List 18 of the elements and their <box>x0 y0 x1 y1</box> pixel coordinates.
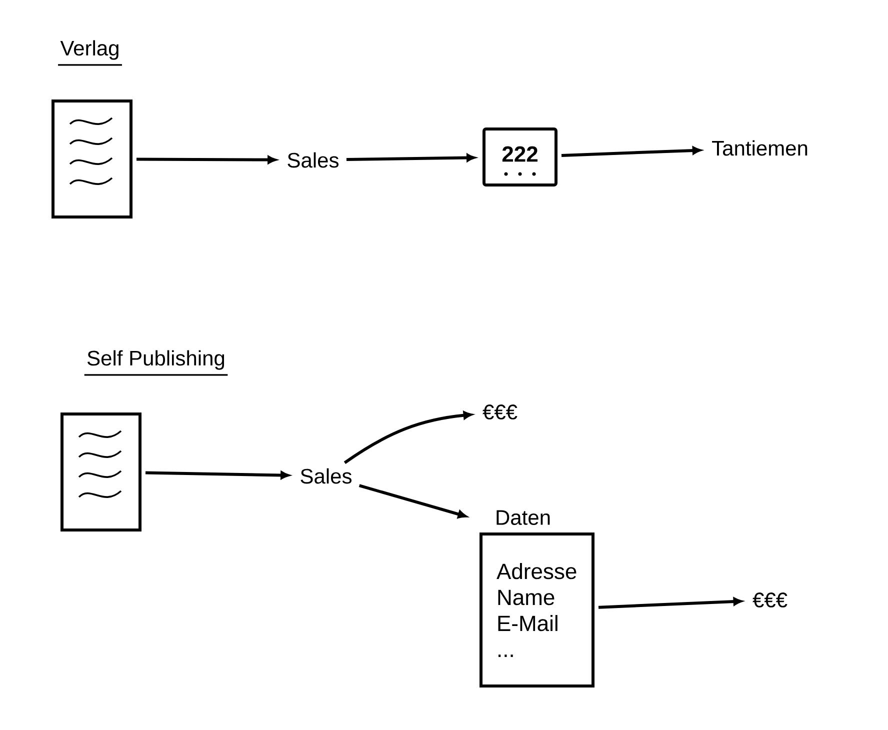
arrow <box>145 471 290 480</box>
node-text: €€€ <box>482 404 518 420</box>
node-text: Tantiemen <box>712 140 808 156</box>
arrow <box>136 156 276 164</box>
section-heading: Self Publishing <box>88 350 224 370</box>
box-heading: Daten <box>496 510 550 525</box>
node-text: €€€ <box>752 592 788 608</box>
arrow <box>358 484 467 518</box>
manuscript-drawing <box>52 100 132 218</box>
node-text: Sales <box>288 152 338 168</box>
arrow <box>344 411 472 464</box>
node-text: Sales <box>300 468 352 484</box>
data-box: Adresse Name E-Mail ... <box>480 532 594 688</box>
manuscript-drawing <box>60 412 142 532</box>
arrow <box>561 146 702 157</box>
section-heading: Verlag <box>60 40 118 60</box>
counter-box: 222 <box>482 128 558 186</box>
arrow <box>346 154 476 162</box>
